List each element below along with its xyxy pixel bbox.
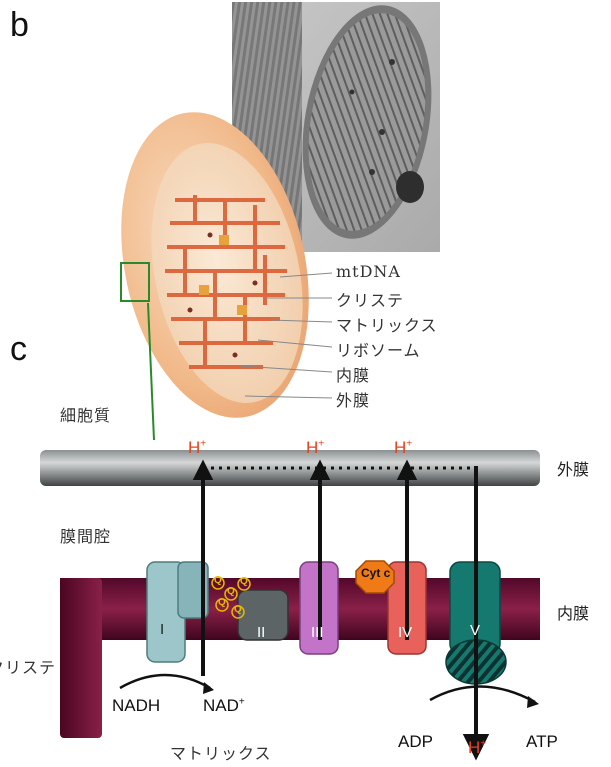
complex-V-label: V xyxy=(470,622,480,639)
label-c-matrix: マトリックス xyxy=(170,740,272,764)
label-nadh: NADH xyxy=(112,696,160,716)
label-atp: ATP xyxy=(526,732,558,752)
label-c-inner-membrane: 内膜 xyxy=(557,600,589,624)
quinone-label-1: Q xyxy=(214,575,222,586)
label-outer-membrane: 外膜 xyxy=(336,387,370,411)
crista-fold xyxy=(60,578,102,738)
quinone-label-4: Q xyxy=(218,597,226,608)
label-adp: ADP xyxy=(398,732,433,752)
label-ribosome: リボソーム xyxy=(336,337,421,361)
proton-label-V: H+ xyxy=(468,738,486,758)
proton-label-I: H+ xyxy=(188,438,206,458)
complex-II-label: II xyxy=(257,624,265,641)
label-intermembrane-space: 膜間腔 xyxy=(60,523,111,547)
label-c-cristae: クリステ xyxy=(0,654,56,678)
label-cristae: クリステ xyxy=(336,287,404,311)
outer-membrane-bar xyxy=(40,450,540,486)
quinone-label-2: Q xyxy=(227,586,235,597)
label-cytoplasm: 細胞質 xyxy=(60,402,111,426)
panel-c-letter: c xyxy=(10,330,27,369)
proton-label-IV: H+ xyxy=(394,438,412,458)
label-inner-membrane: 内膜 xyxy=(336,362,370,386)
label-c-outer-membrane: 外膜 xyxy=(557,456,589,480)
complex-IV-label: IV xyxy=(398,624,412,641)
complex-I-label: I xyxy=(160,621,164,638)
label-matrix: マトリックス xyxy=(336,312,438,336)
complex-I xyxy=(147,562,208,662)
proton-label-III: H+ xyxy=(306,438,324,458)
cytochrome-c-label: Cyt c xyxy=(361,566,390,580)
label-mtdna: mtDNA xyxy=(336,262,401,281)
quinone-label-3: Q xyxy=(240,576,248,587)
quinone-label-5: Q xyxy=(234,604,242,615)
electron-transport-chain xyxy=(0,440,611,767)
label-nad: NAD+ xyxy=(203,696,245,716)
complex-III-label: III xyxy=(311,624,324,641)
